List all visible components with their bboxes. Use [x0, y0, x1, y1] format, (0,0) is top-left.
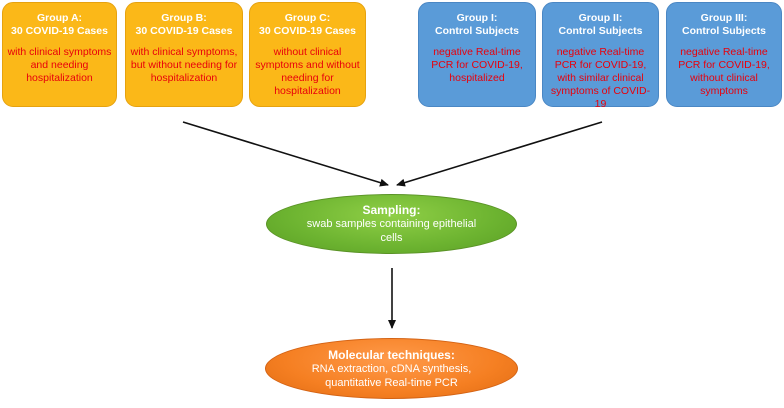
group-ii-description: negative Real-time PCR for COVID-19, wit… [550, 46, 651, 110]
group-ii-box: Group II: Control Subjects negative Real… [542, 2, 659, 110]
group-iii-box: Group III: Control Subjects negative Rea… [666, 2, 782, 107]
group-iii-title: Group III: Control Subjects [681, 12, 766, 37]
group-a-box: Group A: 30 COVID-19 Cases with clinical… [2, 2, 117, 107]
arrow-cases-to-sampling [182, 121, 389, 187]
group-c-box: Group C: 30 COVID-19 Cases without clini… [249, 2, 366, 107]
group-b-title: Group B: 30 COVID-19 Cases [135, 12, 233, 37]
group-b-description: with clinical symptoms, but without need… [130, 46, 238, 84]
group-i-box: Group I: Control Subjects negative Real-… [418, 2, 536, 107]
group-iii-description: negative Real-time PCR for COVID-19, wit… [678, 46, 770, 97]
group-c-title: Group C: 30 COVID-19 Cases [259, 12, 356, 37]
molecular-title: Molecular techniques: [328, 347, 455, 362]
group-i-description: negative Real-time PCR for COVID-19, hos… [431, 46, 523, 84]
group-ii-title: Group II: Control Subjects [558, 12, 643, 37]
group-b-box: Group B: 30 COVID-19 Cases with clinical… [125, 2, 243, 107]
group-i-title: Group I: Control Subjects [434, 12, 519, 37]
group-a-title: Group A: 30 COVID-19 Cases [11, 12, 108, 37]
group-c-description: without clinical symptoms and without ne… [255, 46, 360, 97]
arrow-controls-to-sampling [396, 121, 603, 187]
group-a-description: with clinical symptoms and needing hospi… [7, 46, 112, 84]
sampling-description: swab samples containing epithelial cells [306, 218, 477, 244]
molecular-description: RNA extraction, cDNA synthesis, quantita… [311, 362, 472, 389]
sampling-node: Sampling: swab samples containing epithe… [266, 194, 517, 254]
molecular-techniques-node: Molecular techniques: RNA extraction, cD… [265, 338, 518, 399]
sampling-title: Sampling: [362, 203, 421, 217]
